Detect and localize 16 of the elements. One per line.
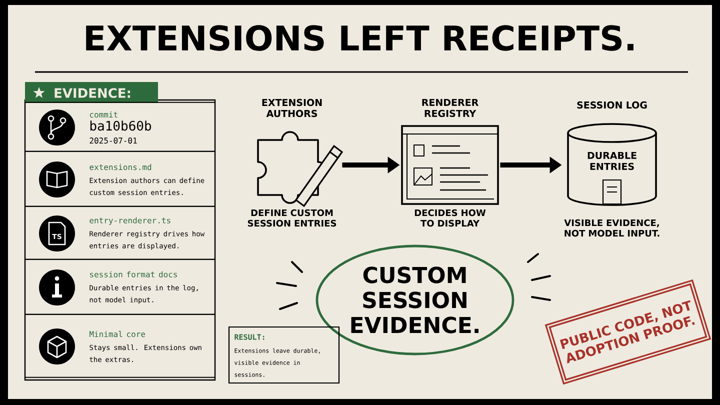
title: EXTENSIONS LEFT RECEIPTS. — [86, 25, 634, 51]
card-heading: session format docs — [90, 271, 177, 278]
card-heading: Minimal core — [90, 330, 146, 338]
card-heading: extensions.md — [90, 164, 152, 170]
flow-heading: SESSION LOG — [577, 101, 647, 109]
card-heading: entry-renderer.ts — [90, 217, 170, 225]
commit-date: 2025-07-01 — [90, 138, 137, 144]
result-box — [228, 326, 340, 384]
card-heading: commit — [90, 111, 118, 118]
panel-heading: EVIDENCE: — [54, 88, 130, 98]
commit-hash: ba10b60b — [90, 120, 152, 131]
flow-caption: VISIBLE EVIDENCE, NOT MODEL INPUT. — [564, 219, 660, 237]
flow-caption: DEFINE CUSTOM SESSION ENTRIES — [248, 209, 336, 227]
flow-heading: EXTENSION AUTHORS — [262, 98, 322, 118]
flow-heading: RENDERER REGISTRY — [422, 98, 478, 118]
flow-caption: DECIDES HOW TO DISPLAY — [414, 209, 486, 227]
